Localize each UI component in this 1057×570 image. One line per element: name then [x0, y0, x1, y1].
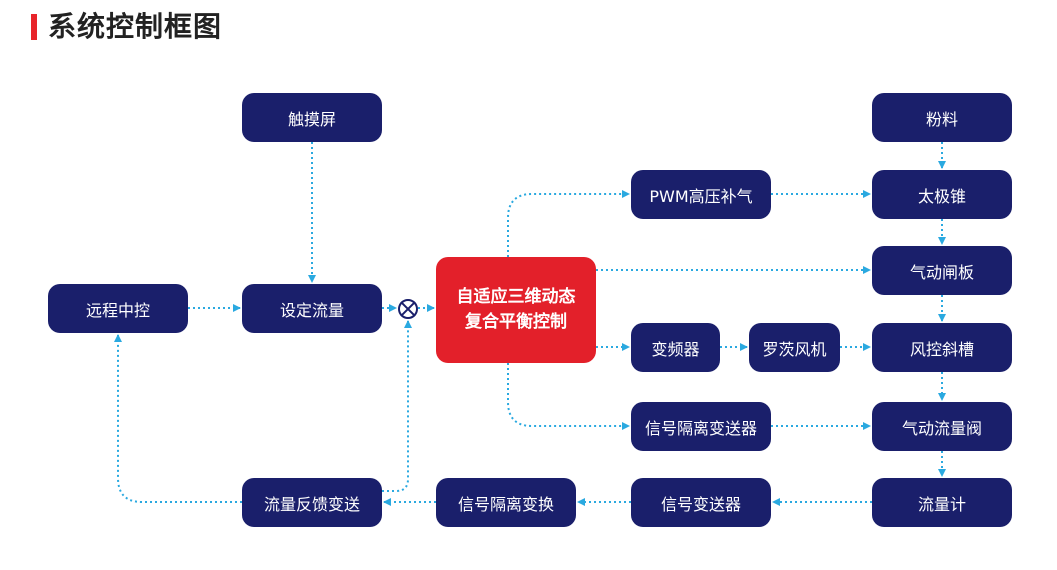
set-flow-label: 设定流量: [279, 300, 344, 320]
pwm-air-node: PWM高压补气: [631, 170, 771, 219]
conn-controller-to-isotx: [507, 363, 630, 430]
adaptive-controller-line2: 复合平衡控制: [465, 312, 567, 332]
vfd-node: 变频器: [631, 323, 720, 372]
signal-transmitter-node: 信号变送器: [631, 478, 771, 527]
pneumatic-valve-node: 气动流量阀: [872, 402, 1012, 451]
vfd-label: 变频器: [651, 339, 700, 359]
isolation-converter-label: 信号隔离变换: [457, 494, 554, 514]
isolation-transmitter-label: 信号隔离变送器: [644, 418, 757, 438]
conn-feedback-to-remote: [114, 334, 242, 503]
conn-feedback-to-junction: [382, 320, 412, 492]
summing-junction-icon: [398, 299, 418, 319]
signal-transmitter-label: 信号变送器: [660, 494, 741, 514]
taiji-cone-label: 太极锥: [917, 186, 966, 206]
roots-blower-label: 罗茨风机: [762, 339, 827, 359]
page-title: 系统控制框图: [48, 10, 223, 43]
powder-label: 粉料: [925, 109, 958, 129]
air-chute-label: 风控斜槽: [909, 339, 974, 359]
conn-controller-to-pwm: [507, 190, 630, 257]
pneumatic-valve-label: 气动流量阀: [901, 418, 982, 438]
flow-feedback-label: 流量反馈变送: [263, 494, 360, 514]
touch-screen-node: 触摸屏: [242, 93, 382, 142]
pwm-air-label: PWM高压补气: [649, 186, 753, 206]
flow-feedback-node: 流量反馈变送: [242, 478, 382, 527]
isolation-transmitter-node: 信号隔离变送器: [631, 402, 771, 451]
remote-control-node: 远程中控: [48, 284, 188, 333]
remote-control-label: 远程中控: [85, 300, 150, 320]
isolation-converter-node: 信号隔离变换: [436, 478, 576, 527]
powder-node: 粉料: [872, 93, 1012, 142]
adaptive-controller-line1: 自适应三维动态: [456, 287, 576, 307]
set-flow-node: 设定流量: [242, 284, 382, 333]
adaptive-controller-node: 自适应三维动态 复合平衡控制: [436, 257, 596, 363]
title-accent-bar: [31, 14, 37, 40]
air-chute-node: 风控斜槽: [872, 323, 1012, 372]
flow-meter-node: 流量计: [872, 478, 1012, 527]
pneumatic-gate-label: 气动闸板: [909, 262, 974, 282]
taiji-cone-node: 太极锥: [872, 170, 1012, 219]
flow-meter-label: 流量计: [917, 494, 966, 514]
pneumatic-gate-node: 气动闸板: [872, 246, 1012, 295]
roots-blower-node: 罗茨风机: [749, 323, 840, 372]
touch-screen-label: 触摸屏: [287, 109, 336, 129]
